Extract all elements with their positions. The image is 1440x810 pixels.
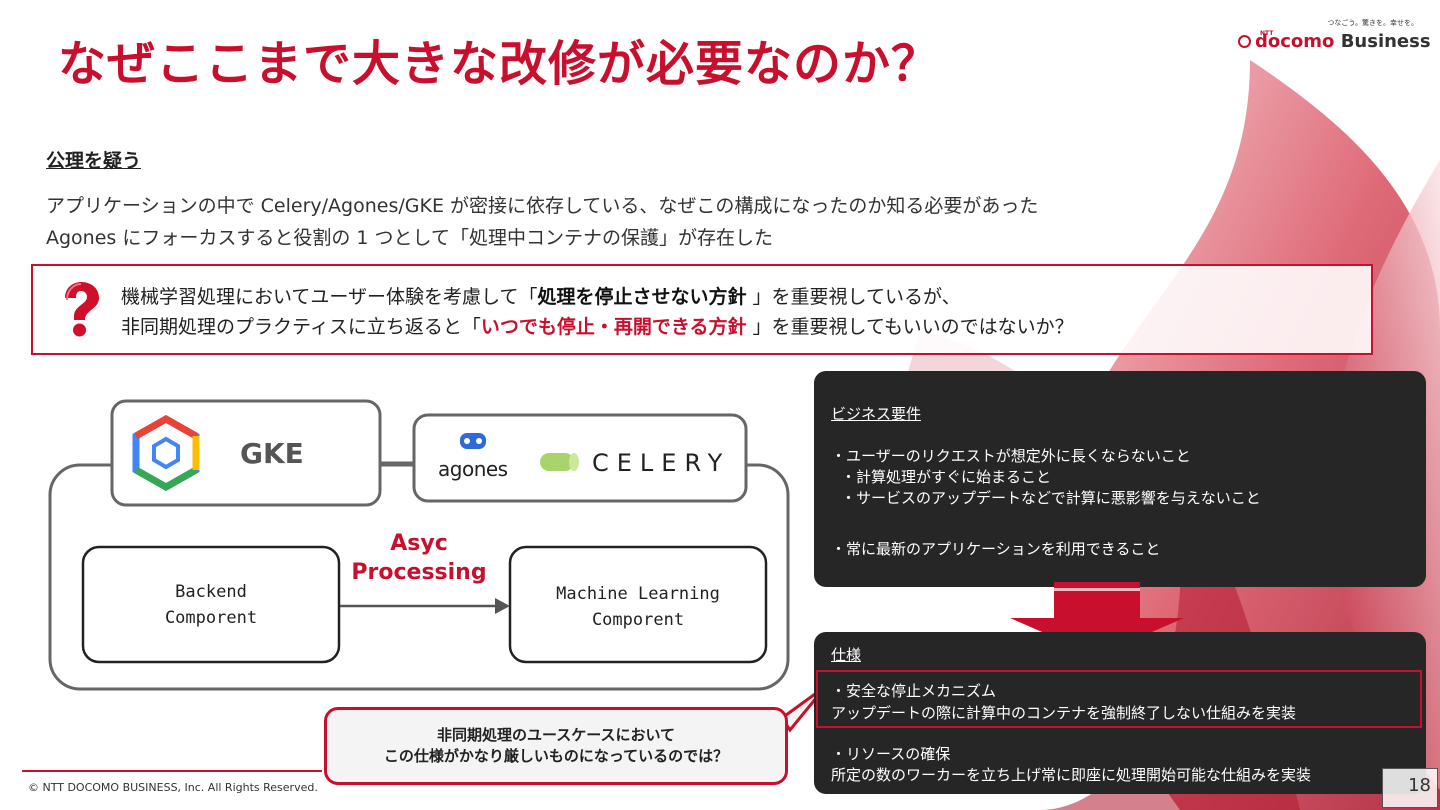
business-requirements-panel: ビジネス要件 ・ユーザーのリクエストが想定外に長くならないこと ・計算処理がすぐ… [814, 371, 1426, 587]
question-red-emphasis: いつでも停止・再開できる方針 [480, 316, 747, 338]
backend-label: Backend Comporent [83, 579, 339, 631]
spec-heading: 仕様 [831, 646, 862, 664]
backend-box [81, 545, 341, 664]
callout-line-1: 非同期処理のユースケースにおいて [436, 726, 676, 744]
spec-highlight [816, 670, 1422, 728]
arrow-head-icon [495, 598, 510, 614]
logo-tagline: つなごう。驚きを。幸せを。 [1327, 19, 1418, 27]
question-line-1: 機械学習処理においてユーザー体験を考慮して「処理を停止させない方針 」を重要視し… [121, 282, 1074, 312]
backend-line-2: Comporent [164, 608, 258, 628]
spec-item: 所定の数のワーカーを立ち上げ常に即座に処理開始可能な仕組みを実装 [831, 766, 1312, 784]
logo-brand: docomo Business [1238, 31, 1431, 52]
business-heading: ビジネス要件 [831, 405, 922, 423]
business-item: ・ユーザーのリクエストが想定外に長くならないこと [831, 447, 1191, 465]
async-processing-label: Asyc Processing [340, 529, 498, 587]
agones-celery-box [412, 413, 748, 503]
celery-label: CELERY [592, 449, 731, 477]
agones-icon [460, 433, 486, 449]
logo-docomo: docomo [1255, 31, 1335, 52]
ml-line-1: Machine Learning [556, 584, 720, 604]
business-item: ・計算処理がすぐに始まること [841, 468, 1052, 486]
callout-line-2: この仕様がかなり厳しいものになっているのでは？ [383, 747, 729, 765]
ml-label: Machine Learning Comporent [510, 581, 766, 633]
question-text: 機械学習処理においてユーザー体験を考慮して「処理を停止させない方針 」を重要視し… [121, 282, 1074, 342]
diagram-shapes [48, 399, 790, 691]
callout-bubble: 非同期処理のユースケースにおいて この仕様がかなり厳しいものになっているのでは？ [324, 707, 788, 785]
slide-title: なぜここまで大きな改修が必要なのか？ [58, 36, 941, 92]
question-line-2: 非同期処理のプラクティスに立ち返ると「いつでも停止・再開できる方針 」を重要視し… [121, 312, 1074, 342]
copyright-footer: © NTT DOCOMO BUSINESS, Inc. All Rights R… [28, 781, 318, 794]
paragraph-line: Agones にフォーカスすると役割の 1 つとして「処理中コンテナの保護」が存… [46, 227, 773, 249]
gke-label: GKE [240, 437, 304, 470]
ml-box [508, 545, 768, 664]
logo-ntt: NTT [1260, 30, 1274, 37]
footer-divider [22, 770, 322, 772]
async-line-2: Processing [351, 560, 487, 585]
question-line-2-pre: 非同期処理のプラクティスに立ち返ると「 [121, 316, 481, 338]
page-number-box: 18 [1382, 768, 1438, 808]
gke-icon [132, 414, 200, 492]
question-box: 機械学習処理においてユーザー体験を考慮して「処理を停止させない方針 」を重要視し… [31, 264, 1373, 355]
section-subheading: 公理を疑う [46, 150, 142, 172]
logo-business: Business [1340, 31, 1431, 52]
page-number: 18 [1408, 775, 1431, 796]
intro-paragraph: アプリケーションの中で Celery/Agones/GKE が密接に依存している… [46, 190, 1038, 254]
spec-item: アップデートの際に計算中のコンテナを強制終了しない仕組みを実装 [831, 704, 1297, 722]
question-line-1-pre: 機械学習処理においてユーザー体験を考慮して「 [121, 286, 538, 308]
spec-panel: 仕様 ・安全な停止メカニズム アップデートの際に計算中のコンテナを強制終了しない… [814, 632, 1426, 794]
ml-line-2: Comporent [591, 610, 685, 630]
question-mark-icon [65, 282, 99, 337]
paragraph-line: アプリケーションの中で Celery/Agones/GKE が密接に依存している… [46, 195, 1039, 217]
logo-ring-icon [1238, 35, 1251, 48]
business-item: ・サービスのアップデートなどで計算に悪影響を与えないこと [841, 489, 1261, 507]
question-line-1-post: 」を重要視しているが、 [746, 286, 961, 308]
callout-text: 非同期処理のユースケースにおいて この仕様がかなり厳しいものになっているのでは？ [327, 725, 785, 767]
question-emphasis: 処理を停止させない方針 [537, 286, 747, 308]
spec-item: ・リソースの確保 [831, 745, 951, 763]
async-line-1: Asyc [390, 531, 448, 556]
spec-item: ・安全な停止メカニズム [831, 682, 997, 700]
celery-icon [540, 453, 579, 471]
agones-label: agones [438, 457, 508, 481]
architecture-diagram: GKE agones CELERY Asyc Processing Backen… [40, 395, 800, 695]
question-line-2-post: 」を重要視してもいいのではないか？ [746, 316, 1074, 338]
business-item: ・常に最新のアプリケーションを利用できること [831, 540, 1161, 558]
backend-line-1: Backend [175, 582, 247, 602]
docomo-business-logo: つなごう。驚きを。幸せを。 NTT docomo Business [1238, 18, 1431, 58]
